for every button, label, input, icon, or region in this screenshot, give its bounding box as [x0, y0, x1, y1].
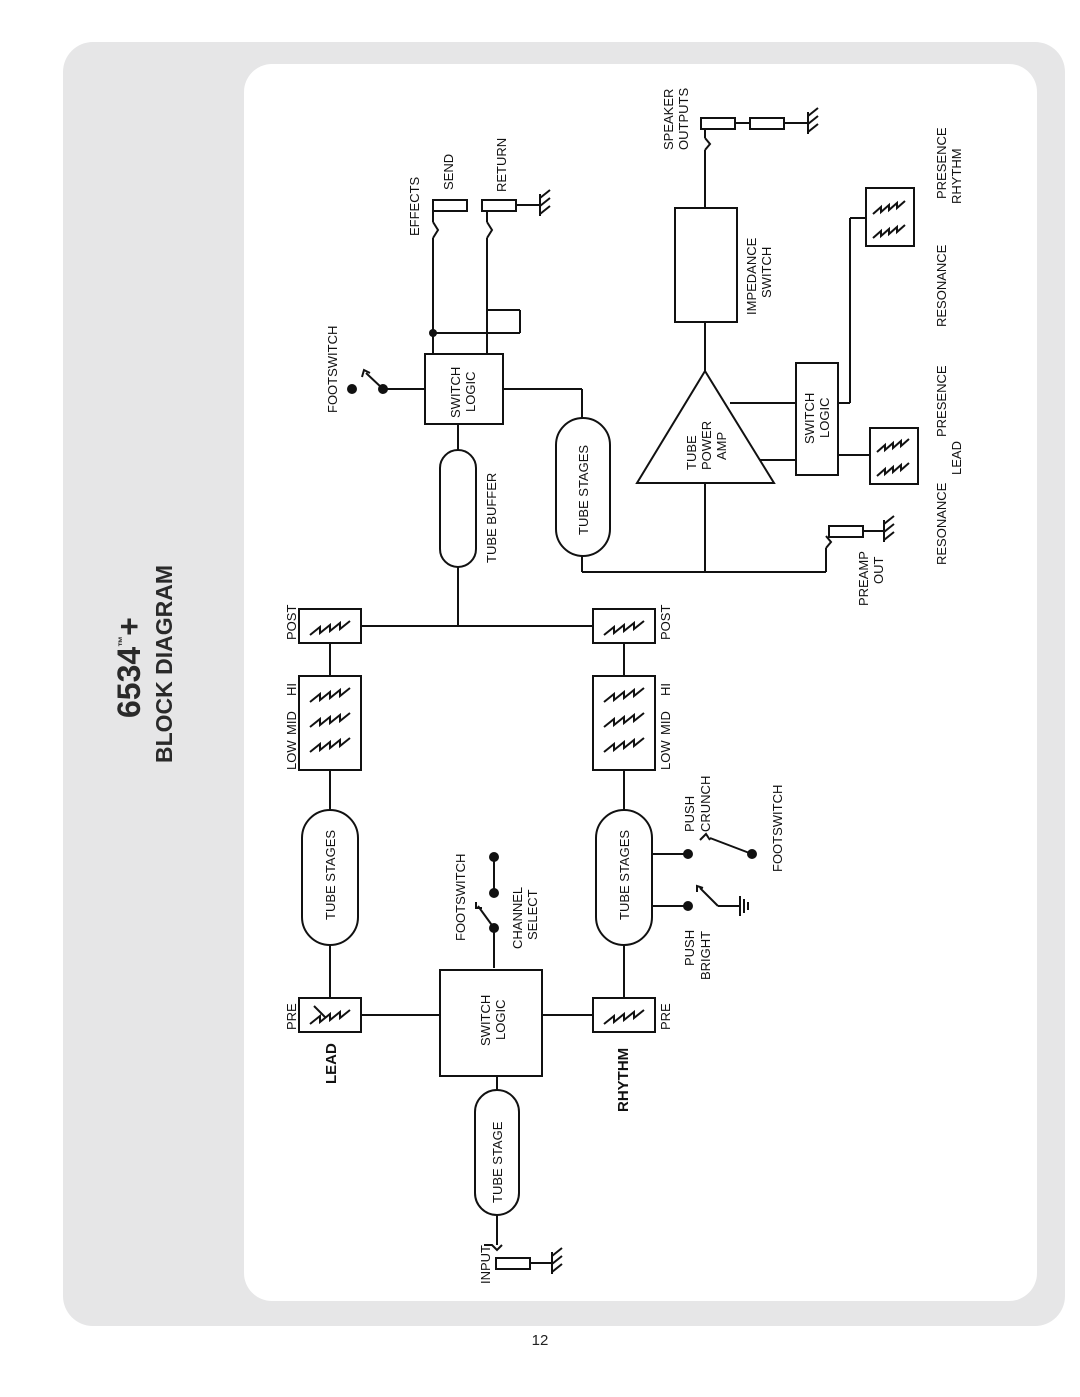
push-bright-switch: [683, 884, 749, 916]
lead-eq-low-label: LOW: [284, 740, 299, 770]
speaker-outputs-line1: SPEAKER: [661, 89, 676, 150]
rhythm-pre-pot: [592, 997, 656, 1033]
lead-resonance-presence-pots: [869, 427, 919, 485]
power-switch-logic: [795, 362, 839, 476]
title-tm: ™: [117, 636, 129, 647]
input-label: INPUT: [478, 1245, 493, 1284]
push-crunch-line1: PUSH: [682, 796, 697, 832]
lead-channel-label: LEAD: [323, 1043, 340, 1084]
lead-post-pot: [298, 608, 362, 644]
input-tube-stage-label: TUBE STAGE: [490, 1121, 505, 1203]
power-tube-stages: [555, 417, 611, 557]
power-switch-logic-line2: LOGIC: [817, 398, 832, 438]
speaker-outputs-line2: OUTPUTS: [676, 88, 691, 150]
power-tube-stages-label: TUBE STAGES: [576, 445, 591, 535]
preamp-out-line2: OUT: [871, 557, 886, 585]
preamp-out-line1: PREAMP: [856, 551, 871, 606]
wiring: [329, 150, 870, 1245]
title-subtitle: BLOCK DIAGRAM: [151, 565, 177, 763]
rhythm-resonance-label: RESONANCE: [934, 244, 949, 327]
lead-tube-stages: [301, 809, 359, 946]
page-number: 12: [531, 1332, 549, 1349]
lead-sub-label: LEAD: [949, 441, 964, 475]
rhythm-eq-pots: [592, 675, 656, 771]
channel-footswitch-label: FOOTSWITCH: [453, 854, 468, 941]
title-model: 6534: [111, 647, 147, 718]
send-label: SEND: [441, 154, 456, 190]
push-crunch-switch: [683, 832, 757, 859]
rhythm-eq-hi-label: HI: [658, 683, 673, 696]
svg-text:6534™+: 6534™+: [111, 617, 147, 718]
impedance-line2: SWITCH: [759, 247, 774, 298]
rhythm-tube-stages: [595, 809, 653, 946]
rhythm-eq-mid-label: MID: [658, 711, 673, 735]
channel-select-line1: CHANNEL: [510, 887, 525, 949]
input-tube-stage: [474, 1089, 520, 1216]
channel-select-line2: SELECT: [525, 889, 540, 940]
channel-select-switch: [475, 852, 499, 933]
title: 6534™+ BLOCK DIAGRAM: [111, 565, 177, 763]
impedance-line1: IMPEDANCE: [744, 237, 759, 315]
lead-eq-pots: [298, 675, 362, 771]
rhythm-channel-label: RHYTHM: [615, 1048, 632, 1112]
input-jack: [484, 1244, 563, 1274]
lead-resonance-label: RESONANCE: [934, 482, 949, 565]
channel-switch-logic: [439, 969, 543, 1077]
effects-switch-logic-line1: SWITCH: [448, 367, 463, 418]
rhythm-post-pot: [592, 608, 656, 644]
return-label: RETURN: [494, 138, 509, 192]
channel-switch-logic-line2: LOGIC: [493, 1000, 508, 1040]
push-bright-line1: PUSH: [682, 930, 697, 966]
rhythm-presence-label: PRESENCE: [934, 127, 949, 199]
power-amp-line2: POWER: [699, 421, 714, 470]
lead-eq-mid-label: MID: [284, 711, 299, 735]
power-switch-logic-line1: SWITCH: [802, 393, 817, 444]
power-amp-line3: AMP: [714, 432, 729, 460]
push-bright-line2: BRIGHT: [698, 931, 713, 980]
lead-pre-pot: [298, 997, 362, 1033]
effects-switch-logic-line2: LOGIC: [463, 372, 478, 412]
tube-power-amp: [635, 369, 776, 484]
rhythm-pre-label: PRE: [658, 1003, 673, 1030]
lead-eq-hi-label: HI: [284, 683, 299, 696]
effects-jacks: [432, 189, 551, 239]
effects-junction: [429, 329, 437, 337]
effects-switch-logic: [424, 353, 504, 425]
rhythm-sub-label: RHYTHM: [949, 148, 964, 204]
impedance-switch: [674, 207, 738, 323]
lead-presence-label: PRESENCE: [934, 365, 949, 437]
preamp-out-jack: [825, 515, 895, 549]
lead-tube-stages-label: TUBE STAGES: [323, 830, 338, 920]
tube-buffer-label: TUBE BUFFER: [484, 473, 499, 563]
speaker-output-jacks: [700, 107, 819, 151]
rhythm-eq-low-label: LOW: [658, 740, 673, 770]
effects-footswitch: [347, 368, 388, 394]
channel-switch-logic-line1: SWITCH: [478, 995, 493, 1046]
effects-footswitch-label: FOOTSWITCH: [325, 326, 340, 413]
lead-pre-label: PRE: [284, 1003, 299, 1030]
tube-buffer: [439, 449, 477, 568]
push-crunch-line2: CRUNCH: [698, 776, 713, 832]
rhythm-post-label: POST: [658, 605, 673, 640]
crunch-footswitch-label: FOOTSWITCH: [770, 785, 785, 872]
rhythm-tube-stages-label: TUBE STAGES: [617, 830, 632, 920]
power-amp-line1: TUBE: [684, 435, 699, 470]
lead-post-label: POST: [284, 605, 299, 640]
rhythm-resonance-presence-pots: [865, 187, 915, 247]
title-plus: +: [111, 617, 147, 636]
effects-label: EFFECTS: [407, 176, 422, 236]
